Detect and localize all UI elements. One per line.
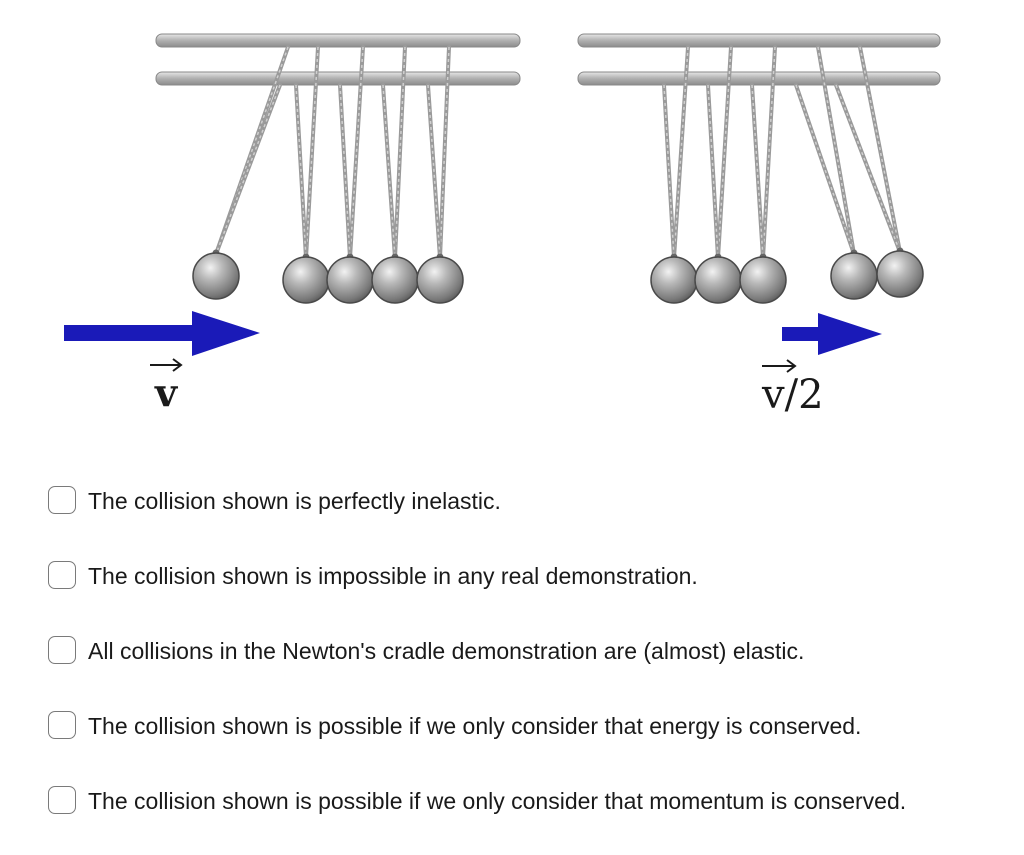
right-velocity-vector-arrow — [762, 359, 797, 373]
option-3[interactable]: All collisions in the Newton's cradle de… — [48, 630, 1008, 705]
ball — [694, 256, 742, 304]
string-highlight — [717, 46, 732, 259]
string-highlight — [339, 84, 351, 259]
ball — [192, 252, 240, 300]
option-label: The collision shown is impossible in any… — [88, 563, 698, 589]
ball — [326, 256, 374, 304]
answer-options: The collision shown is perfectly inelast… — [48, 480, 1008, 855]
strings — [214, 45, 451, 260]
string-highlight — [349, 46, 364, 259]
string-highlight — [859, 46, 901, 253]
top-rail-front — [577, 71, 941, 86]
top-rail-front — [155, 71, 521, 86]
velocity-arrow-right — [782, 313, 882, 355]
ball — [830, 252, 878, 300]
option-2[interactable]: The collision shown is impossible in any… — [48, 555, 1008, 630]
right-cradle — [577, 33, 941, 304]
ball — [650, 256, 698, 304]
string-highlight — [382, 84, 396, 259]
balls — [650, 247, 924, 304]
option-5[interactable]: The collision shown is possible if we on… — [48, 780, 1008, 855]
checkbox[interactable] — [48, 786, 76, 814]
option-4[interactable]: The collision shown is possible if we on… — [48, 705, 1008, 780]
option-label: The collision shown is possible if we on… — [88, 713, 862, 739]
string-highlight — [673, 46, 689, 259]
string-highlight — [817, 46, 855, 255]
top-rail-back — [155, 33, 521, 48]
string-highlight — [394, 46, 406, 259]
newtons-cradle-figure: v v/2 — [64, 33, 941, 418]
option-label: The collision shown is possible if we on… — [88, 788, 907, 814]
string-highlight — [707, 84, 719, 259]
string-highlight — [427, 84, 441, 259]
velocity-arrow-left — [64, 311, 260, 356]
ball — [282, 256, 330, 304]
right-velocity-label: v/2 — [761, 372, 824, 418]
string — [834, 83, 902, 254]
option-label: All collisions in the Newton's cradle de… — [88, 638, 805, 664]
string-highlight — [663, 84, 675, 259]
checkbox[interactable] — [48, 561, 76, 589]
left-cradle — [155, 33, 521, 304]
option-label: The collision shown is perfectly inelast… — [88, 488, 501, 514]
option-1[interactable]: The collision shown is perfectly inelast… — [48, 480, 1008, 555]
checkbox[interactable] — [48, 711, 76, 739]
checkbox[interactable] — [48, 636, 76, 664]
string-highlight — [215, 84, 281, 255]
ball — [416, 256, 464, 304]
ball — [739, 256, 787, 304]
string-highlight — [439, 46, 450, 259]
left-velocity-vector-arrow — [150, 358, 183, 372]
ball — [876, 250, 924, 298]
top-rail-back — [577, 33, 941, 48]
left-velocity-label: v — [154, 370, 179, 415]
strings — [662, 45, 902, 260]
checkbox[interactable] — [48, 486, 76, 514]
ball — [371, 256, 419, 304]
string-highlight — [762, 46, 776, 259]
string-highlight — [751, 84, 764, 259]
string-highlight — [295, 84, 307, 259]
balls — [192, 249, 464, 304]
string — [794, 83, 856, 256]
string-highlight — [305, 46, 319, 259]
